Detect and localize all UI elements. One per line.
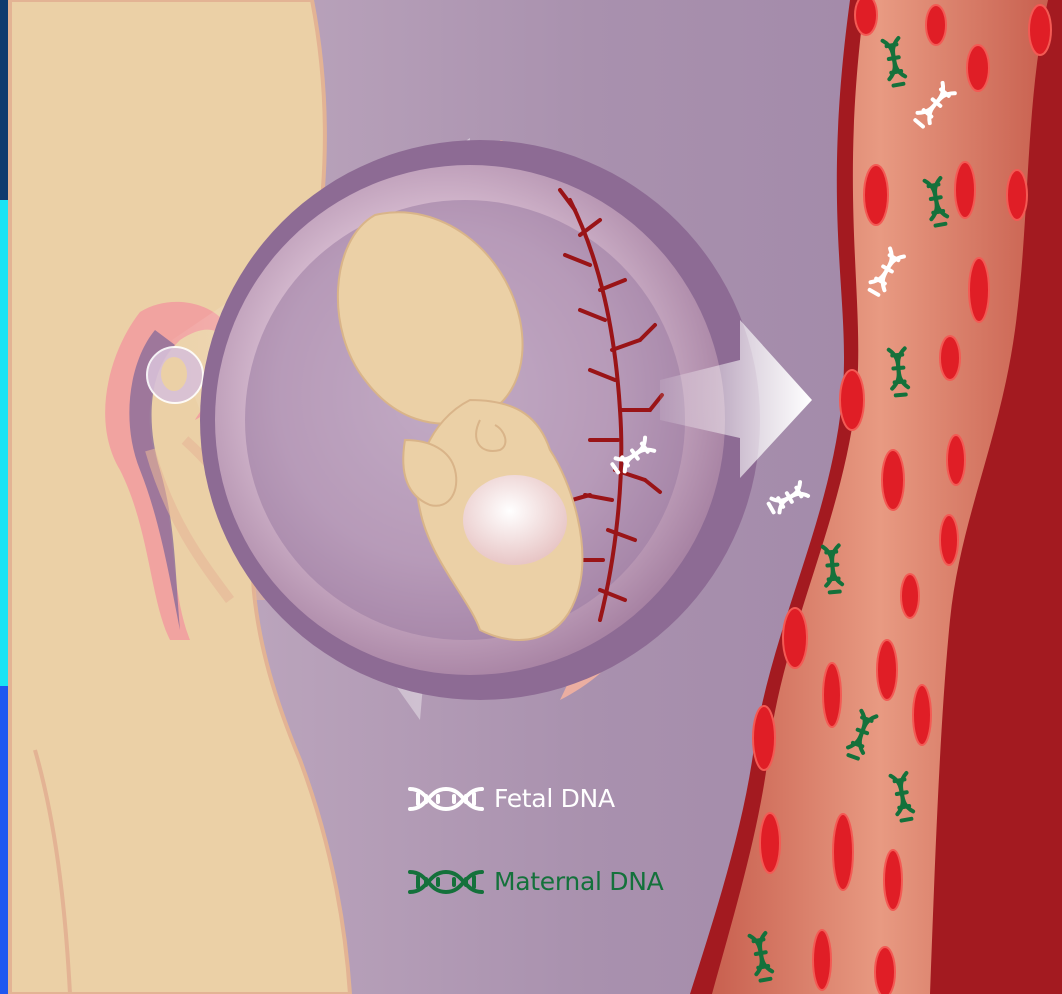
legend-maternal-dna: Maternal DNA [408, 867, 663, 896]
maternal-dna-label: Maternal DNA [494, 867, 663, 896]
yolk-sac [463, 475, 567, 565]
fetal-dna-icon [408, 785, 484, 813]
small-fetus [161, 357, 187, 391]
legend-fetal-dna: Fetal DNA [408, 784, 615, 813]
maternal-dna-icon [408, 868, 484, 896]
fetal-dna-label: Fetal DNA [494, 784, 615, 813]
